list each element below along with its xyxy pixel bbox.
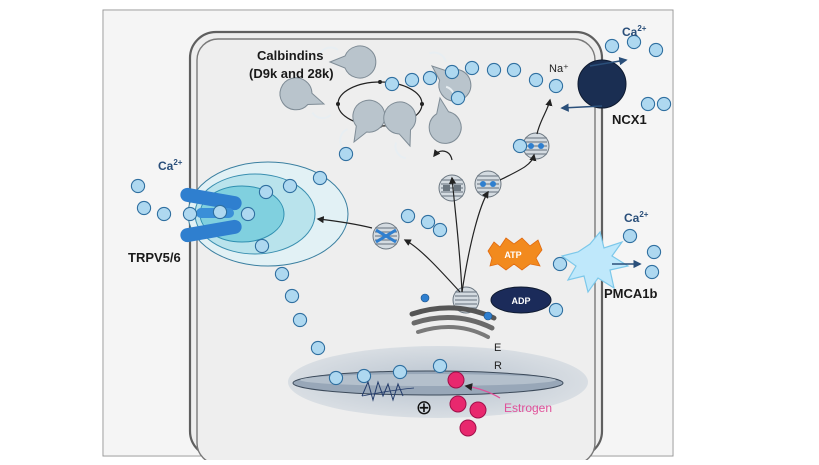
ncx1-exchanger bbox=[560, 56, 628, 112]
calbindin-protein bbox=[383, 101, 417, 160]
pmca-label: PMCA1b bbox=[604, 286, 658, 301]
calcium-ion bbox=[644, 264, 660, 280]
golgi-apparatus bbox=[409, 293, 497, 339]
calcium-ion bbox=[422, 70, 438, 86]
calcium-ion bbox=[432, 358, 448, 374]
calcium-ion bbox=[444, 64, 460, 80]
calcium-ion bbox=[384, 76, 400, 92]
vesicle bbox=[372, 222, 400, 250]
dna-strand bbox=[361, 380, 415, 402]
ncx1-label: NCX1 bbox=[612, 112, 647, 127]
calcium-ion bbox=[130, 178, 146, 194]
calcium-ion bbox=[506, 62, 522, 78]
calcium-ion bbox=[282, 178, 298, 194]
calcium-ion bbox=[464, 60, 480, 76]
calcium-ion bbox=[604, 38, 620, 54]
calcium-ion bbox=[254, 238, 270, 254]
calcium-ion bbox=[240, 206, 256, 222]
calcium-ion bbox=[648, 42, 664, 58]
adp-label: ADP bbox=[511, 296, 530, 306]
vesicle bbox=[474, 170, 502, 198]
calcium-ion bbox=[404, 72, 420, 88]
calcium-ion bbox=[548, 302, 564, 318]
estrogen-molecules bbox=[447, 371, 487, 437]
calcium-ion bbox=[274, 266, 290, 282]
calbindin-protein bbox=[279, 77, 332, 120]
calcium-ion bbox=[338, 146, 354, 162]
calcium-ion bbox=[622, 228, 638, 244]
calcium-ion bbox=[486, 62, 502, 78]
calcium-ion bbox=[258, 184, 274, 200]
adp-badge bbox=[490, 286, 552, 314]
calbindins-label: Calbindins bbox=[257, 48, 323, 63]
calcium-ion bbox=[156, 206, 172, 222]
calcium-ion bbox=[292, 312, 308, 328]
ca-top-label: Ca2+ bbox=[622, 24, 647, 39]
calcium-ion bbox=[432, 222, 448, 238]
trpv-label: TRPV5/6 bbox=[128, 250, 181, 265]
plus-sign: ⊕ bbox=[416, 397, 433, 419]
calbindin-protein bbox=[339, 99, 386, 148]
calcium-ion bbox=[212, 204, 228, 220]
calcium-ion bbox=[626, 34, 642, 50]
calcium-ion bbox=[400, 208, 416, 224]
calcium-ion bbox=[392, 364, 408, 380]
pmca-pump bbox=[560, 230, 642, 294]
transport-arrows bbox=[316, 98, 553, 293]
estrogen-molecule bbox=[459, 419, 477, 437]
ca-right-label: Ca2+ bbox=[624, 210, 649, 225]
calcium-ion bbox=[512, 138, 528, 154]
calcium-ion bbox=[284, 288, 300, 304]
calcium-ion bbox=[312, 170, 328, 186]
calcium-ion bbox=[310, 340, 326, 356]
calbindins-sub-label: (D9k and 28k) bbox=[249, 66, 334, 81]
estrogen-molecule bbox=[449, 395, 467, 413]
atp-badge bbox=[487, 237, 543, 271]
estrogen-molecule bbox=[447, 371, 465, 389]
ca-left-label: Ca2+ bbox=[158, 158, 183, 173]
er-label-e: E bbox=[494, 342, 501, 354]
calcium-ion bbox=[528, 72, 544, 88]
calcium-ion bbox=[646, 244, 662, 260]
calcium-ion bbox=[548, 78, 564, 94]
calcium-ion bbox=[640, 96, 656, 112]
calcium-ion bbox=[656, 96, 672, 112]
calcium-ion bbox=[182, 206, 198, 222]
calcium-ion bbox=[356, 368, 372, 384]
estrogen-label: Estrogen bbox=[504, 401, 552, 415]
calbindin-protein bbox=[319, 45, 377, 79]
na-label: Na⁺ bbox=[549, 63, 569, 75]
estrogen-arrow bbox=[464, 383, 501, 399]
er-label-r: R bbox=[494, 360, 502, 372]
calcium-ion bbox=[420, 214, 436, 230]
calcium-ions bbox=[130, 34, 672, 386]
estrogen-molecule bbox=[469, 401, 487, 419]
calcium-ion bbox=[552, 256, 568, 272]
calcium-ion bbox=[328, 370, 344, 386]
calcium-ion bbox=[136, 200, 152, 216]
atp-label: ATP bbox=[504, 250, 521, 260]
calcium-ion bbox=[450, 90, 466, 106]
